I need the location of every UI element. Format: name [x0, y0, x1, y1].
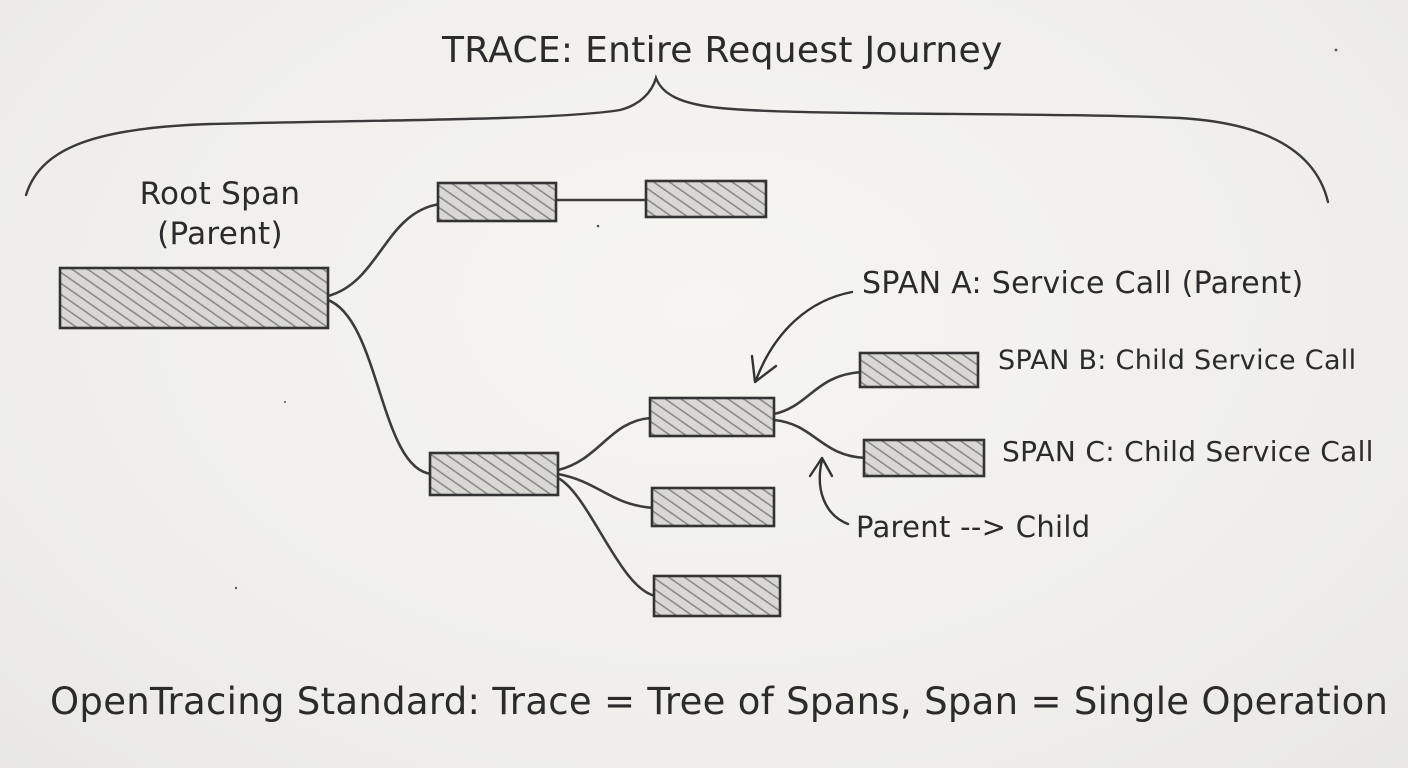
span-connectors — [326, 198, 868, 598]
span-bar-middle — [428, 451, 560, 497]
span-a-bar — [648, 396, 776, 438]
connector-span-a-to-b — [772, 370, 864, 416]
connector-mid-to-low2 — [556, 476, 658, 598]
span-bars — [58, 179, 986, 618]
span-b-bar — [858, 351, 980, 389]
span-bar-lower-1 — [650, 486, 776, 528]
root-span-title: Root Span — [139, 176, 301, 212]
connector-span-a-to-c — [772, 418, 868, 460]
root-span-label: Root Span (Parent) — [120, 174, 320, 254]
span-bar-top-right — [644, 179, 768, 219]
span-c-bar — [862, 438, 986, 478]
connector-mid-to-low1 — [556, 472, 656, 510]
connector-root-to-top — [326, 202, 442, 298]
trace-title: TRACE: Entire Request Journey — [442, 30, 1003, 71]
span-c-label: SPAN C: Child Service Call — [1002, 435, 1374, 468]
span-bar-top-left — [436, 181, 558, 223]
span-a-label: SPAN A: Service Call (Parent) — [862, 266, 1304, 301]
span-bar-lower-2 — [652, 574, 782, 618]
connector-root-to-mid — [326, 298, 434, 476]
parent-child-label: Parent --> Child — [856, 510, 1091, 544]
parent-child-pointer-arrow — [808, 456, 850, 526]
paper-specks — [234, 48, 1338, 590]
trace-brace — [24, 74, 1330, 204]
span-a-pointer-arrow — [750, 290, 854, 384]
root-span-subtitle: (Parent) — [157, 216, 283, 252]
root-span-bar — [58, 266, 330, 330]
connector-mid-to-span-a — [556, 416, 654, 472]
span-b-label: SPAN B: Child Service Call — [998, 345, 1357, 376]
footer-caption: OpenTracing Standard: Trace = Tree of Sp… — [50, 680, 1389, 723]
